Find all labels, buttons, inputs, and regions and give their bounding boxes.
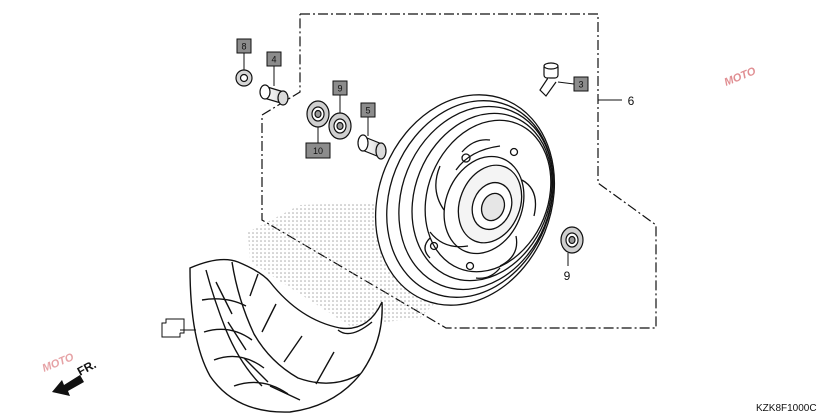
label-8: 8 xyxy=(236,38,252,54)
tire xyxy=(189,258,383,413)
svg-text:9: 9 xyxy=(337,84,342,94)
label-3: 3 xyxy=(573,76,589,92)
label-9-lower: 9 xyxy=(564,269,571,283)
bearing-part-10 xyxy=(306,100,330,128)
label-6: 6 xyxy=(628,94,635,108)
svg-text:4: 4 xyxy=(271,55,276,65)
svg-text:10: 10 xyxy=(313,146,323,156)
svg-text:3: 3 xyxy=(578,80,583,90)
label-4: 4 xyxy=(266,51,282,67)
svg-text:8: 8 xyxy=(241,42,246,52)
svg-text:5: 5 xyxy=(365,106,370,116)
label-9-upper: 9 xyxy=(332,80,348,96)
watermark-bottom-left: MOTO xyxy=(41,351,76,375)
label-5: 5 xyxy=(360,102,376,118)
collar-part-4 xyxy=(259,84,289,106)
nut-part-8 xyxy=(235,69,253,87)
label-10: 10 xyxy=(305,142,331,159)
watermark-top-right: MOTO xyxy=(723,65,758,89)
valve-stem xyxy=(539,62,559,97)
svg-text:FR.: FR. xyxy=(75,357,99,378)
leader-lines xyxy=(243,53,622,266)
tire-reference-box xyxy=(161,318,196,338)
bearing-part-9-upper xyxy=(328,112,352,140)
bearing-part-9-lower xyxy=(560,226,584,254)
diagram-code: KZK8F1000C xyxy=(756,403,817,414)
wheel-rim xyxy=(374,94,556,306)
collar-part-5 xyxy=(357,134,387,160)
